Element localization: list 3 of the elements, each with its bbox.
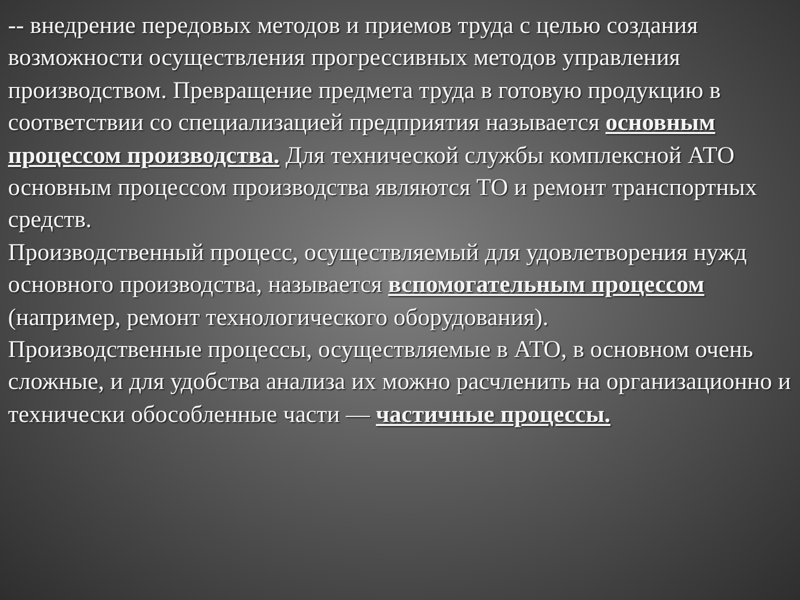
paragraph: Производственный процесс, осуществляемый для удовлетворения нужд основного производства, называется вспомогательным процессом (например, ремонт технологического оборудования).: [8, 238, 748, 333]
paragraph: Производственные процессы, осуществляемые в АТО, в основном очень сложные, и для удобства анализа их можно расчленить на организационно и технически обособленные части — частичные процессы.: [8, 336, 792, 430]
paragraph: -- внедрение передовых методов и приемов труда с целью создания возможности осуществления прогрессивных методов управления производством. Превращение предмета труда в готовую продукцию в соответствии со специализацией предприятия называется основным процессом производства. Для технической службы комплексной АТО основным процессом производства являются ТО и ремонт транспортных средств.: [8, 12, 758, 236]
